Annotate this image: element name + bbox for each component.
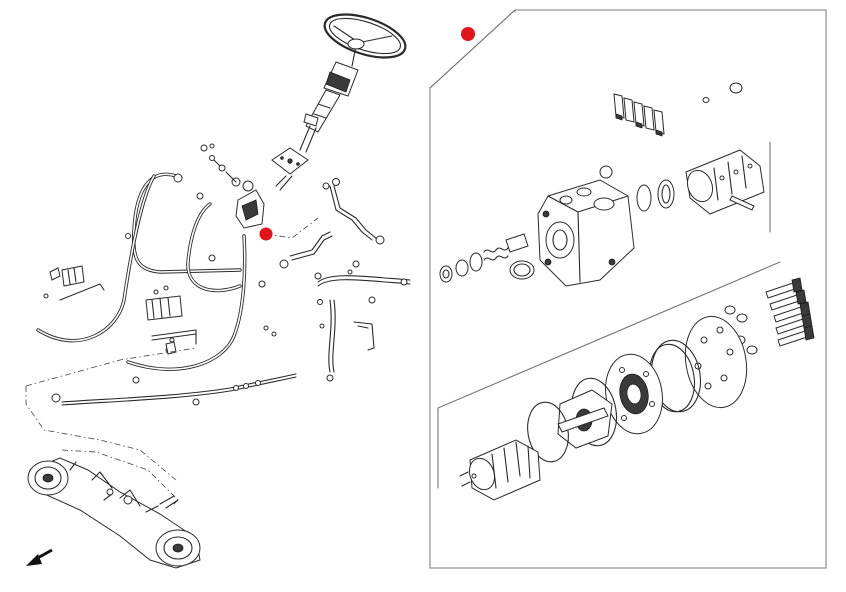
orbitrol-valve-icon [439, 149, 815, 501]
detail-frame [429, 9, 827, 569]
callout-leader-line [265, 217, 319, 239]
steering-column [271, 61, 359, 191]
fittings-and-brackets [43, 173, 408, 406]
plug-set [613, 82, 743, 137]
direction-arrow-icon [26, 548, 53, 566]
steering-valve-assembly [200, 143, 265, 229]
steering-wheel-icon [323, 13, 407, 67]
front-axle-icon [27, 457, 201, 569]
callout-marker-detail [461, 27, 475, 41]
hydraulic-hoses [36, 172, 411, 406]
callout-marker-main [259, 227, 273, 241]
